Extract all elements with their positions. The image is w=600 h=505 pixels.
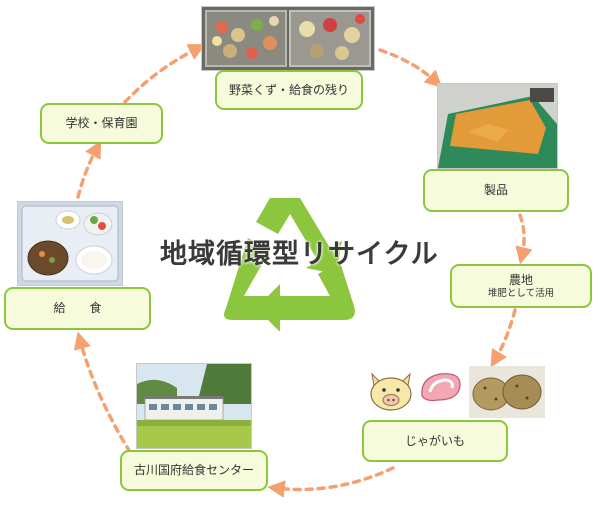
diagram-title: 地域循環型リサイクル bbox=[160, 239, 439, 270]
potato-icon bbox=[469, 366, 545, 418]
potato-photo bbox=[469, 366, 545, 418]
arrow-right-lower bbox=[490, 308, 517, 368]
food-scraps-photo bbox=[201, 6, 375, 71]
arrow-right-upper bbox=[515, 213, 533, 265]
stage-farmland-sublabel: 堆肥として活用 bbox=[487, 287, 555, 299]
school-lunch-photo bbox=[17, 201, 123, 286]
stage-product: 製品 bbox=[423, 169, 569, 212]
arrow-bottom-left bbox=[73, 331, 132, 454]
pig-icon bbox=[370, 372, 412, 411]
arrow-bottom-right bbox=[267, 466, 395, 498]
stage-product-label: 製品 bbox=[483, 183, 508, 198]
lunch-center-photo bbox=[136, 363, 252, 449]
stage-school-lunch: 給 食 bbox=[4, 287, 151, 330]
stage-farmland: 農地 堆肥として活用 bbox=[450, 264, 592, 308]
stage-food-scraps-label: 野菜くず・給食の残り bbox=[228, 82, 349, 97]
meat-icon bbox=[421, 373, 461, 402]
stage-potato: じゃがいも bbox=[362, 420, 508, 462]
recycle-icon bbox=[224, 198, 355, 331]
stage-food-scraps: 野菜くず・給食の残り bbox=[215, 70, 363, 110]
arrow-top-left bbox=[123, 44, 206, 104]
stage-school-nursery-label: 学校・保育園 bbox=[65, 116, 138, 131]
stage-farmland-label: 農地 bbox=[508, 272, 533, 287]
stage-school-nursery: 学校・保育園 bbox=[40, 103, 163, 144]
arrow-left bbox=[76, 140, 102, 199]
stage-potato-label: じゃがいも bbox=[404, 433, 465, 448]
arrow-top-right bbox=[378, 48, 443, 89]
stage-lunch-center-label: 古川国府給食センター bbox=[133, 463, 254, 478]
compost-product-photo bbox=[437, 83, 558, 169]
stage-school-lunch-label: 給 食 bbox=[53, 301, 102, 316]
stage-lunch-center: 古川国府給食センター bbox=[120, 450, 268, 491]
